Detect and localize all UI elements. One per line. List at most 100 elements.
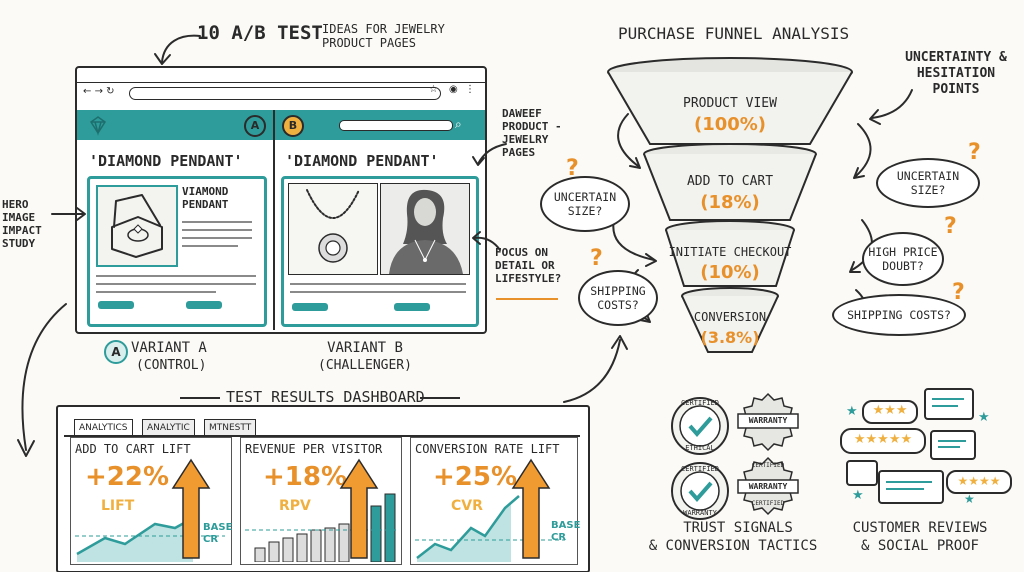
review-bubble-3 bbox=[946, 470, 1012, 494]
header-arrow bbox=[154, 34, 201, 65]
funnel-stage-2-name: ADD TO CART bbox=[686, 174, 774, 189]
diamond-logo-icon bbox=[89, 116, 107, 136]
review-bubble-2 bbox=[840, 428, 926, 454]
panel-add-to-cart: ADD TO CART LIFT +22% LIFT BASE CR bbox=[70, 437, 232, 565]
variant-b-label: VARIANT B bbox=[327, 340, 403, 356]
reload-icon[interactable]: ↻ bbox=[106, 86, 115, 97]
browser-titlebar bbox=[77, 68, 485, 83]
badge-ethical-text: ETHICAL bbox=[685, 444, 715, 452]
panel-3-chart bbox=[415, 458, 565, 562]
panel-2-title: REVENUE PER VISITOR bbox=[245, 442, 383, 456]
chat-bubble-1 bbox=[924, 388, 974, 420]
uncertainty-label: UNCERTAINTY & HESITATION POINTS bbox=[905, 50, 1007, 97]
sparkle-star-icon: ★ bbox=[964, 492, 975, 506]
panel-conversion: CONVERSION RATE LIFT +25% CVR BASE CR bbox=[410, 437, 581, 565]
trust-label-2: & CONVERSION TACTICS bbox=[648, 538, 818, 554]
panel-2-value: +18% bbox=[263, 462, 348, 492]
tab-analytics[interactable]: ANALYTICS bbox=[74, 419, 133, 436]
tab-mtnestt[interactable]: MTNESTT bbox=[204, 419, 257, 436]
warranty-seal-badge bbox=[737, 456, 799, 516]
chat-bubble-3 bbox=[846, 460, 878, 486]
variant-a-pane: VIAMOND PENDANT bbox=[87, 176, 267, 327]
back-icon[interactable]: ← bbox=[83, 86, 92, 97]
variant-b-secondary-button[interactable] bbox=[394, 303, 430, 311]
browser-window: ← → ↻ ☆ ◉ ⋮ A B ⌕ 'DIAMOND PENDANT' 'DIA… bbox=[75, 66, 487, 334]
question-mark-icon: ? bbox=[952, 280, 965, 305]
panel-3-title: CONVERSION RATE LIFT bbox=[415, 442, 560, 456]
panel-1-base: BASE CR bbox=[203, 522, 233, 545]
cloud-right-shipping: SHIPPING COSTS? bbox=[832, 294, 966, 336]
cloud-left-uncertain-size: UNCERTAIN SIZE? bbox=[540, 176, 630, 232]
focus-annotation: FOCUS ON DETAIL OR LIFESTYLE? bbox=[495, 246, 562, 285]
pendant-icon bbox=[306, 189, 360, 263]
chat-bubble-2 bbox=[930, 430, 976, 460]
panel-2-label: RPV bbox=[279, 498, 311, 514]
hero-annotation: HERO IMAGE IMPACT STUDY bbox=[2, 198, 42, 250]
certified-warranty-badge bbox=[671, 462, 729, 520]
funnel-graphic bbox=[607, 57, 853, 353]
variant-divider bbox=[273, 110, 275, 330]
badge-warranty-text: WARRANTY bbox=[748, 416, 788, 425]
cloud-left-shipping: SHIPPING COSTS? bbox=[578, 270, 658, 326]
dashboard-title: TEST RESULTS DASHBOARD bbox=[226, 388, 425, 406]
badge-warranty-small-text: WARRANTY bbox=[683, 509, 717, 517]
badge-certified-top-text: CERTIFIED bbox=[751, 462, 785, 469]
funnel-stage-3-name: INITIATE CHECKOUT bbox=[668, 245, 792, 259]
tab-analytic[interactable]: ANALYTIC bbox=[142, 419, 195, 436]
question-mark-icon: ? bbox=[566, 156, 579, 181]
sparkle-star-icon: ★ bbox=[852, 488, 864, 503]
funnel-stage-4-name: CONVERSION bbox=[693, 310, 767, 324]
variant-b-title: 'DIAMOND PENDANT' bbox=[285, 152, 439, 170]
variant-b-cta-button[interactable] bbox=[292, 303, 328, 311]
header-subtitle: IDEAS FOR JEWELRY PRODUCT PAGES bbox=[322, 22, 445, 50]
variant-a-title: 'DIAMOND PENDANT' bbox=[89, 152, 243, 170]
site-search-input[interactable] bbox=[339, 120, 453, 131]
bookmark-icon[interactable]: ☆ bbox=[429, 84, 438, 95]
review-stars-2: ★★★★★ bbox=[853, 432, 913, 447]
dashboard-window: ANALYTICS ANALYTIC MTNESTT ADD TO CART L… bbox=[56, 405, 590, 572]
menu-icon[interactable]: ⋮ bbox=[465, 84, 475, 95]
review-bubble-1 bbox=[862, 400, 918, 424]
reviews-label-1: CUSTOMER REVIEWS bbox=[852, 520, 988, 536]
hero-arrow bbox=[51, 207, 86, 221]
chat-bubble-4 bbox=[878, 470, 944, 504]
lifestyle-image bbox=[380, 183, 470, 275]
question-mark-icon: ? bbox=[944, 214, 957, 239]
ring-box-icon bbox=[111, 194, 163, 258]
ring-box-image bbox=[96, 185, 178, 267]
panel-2-chart bbox=[245, 458, 399, 562]
variant-a-secondary-button[interactable] bbox=[186, 301, 222, 309]
question-mark-icon: ? bbox=[590, 246, 603, 271]
cloud-right-high-price: HIGH PRICE DOUBT? bbox=[862, 232, 944, 286]
funnel-stage-4-value: (3.8%) bbox=[700, 328, 760, 347]
address-bar[interactable] bbox=[129, 87, 441, 100]
dashboard-to-funnel-arrow bbox=[563, 335, 628, 403]
uncertainty-arrow bbox=[869, 89, 913, 125]
panel-3-base: BASE CR bbox=[551, 520, 581, 543]
panel-1-label: LIFT bbox=[101, 498, 135, 514]
funnel-stage-1-name: PRODUCT VIEW bbox=[683, 96, 777, 111]
certified-ethical-badge bbox=[671, 397, 729, 455]
pendant-detail-image bbox=[288, 183, 378, 275]
variant-a-cta-button[interactable] bbox=[98, 301, 134, 309]
funnel-stage-3-value: (10%) bbox=[700, 262, 760, 283]
variant-b-badge: B bbox=[282, 115, 304, 137]
variant-b-pane bbox=[281, 176, 479, 327]
question-mark-icon: ? bbox=[968, 140, 981, 165]
badge-certified-text: CERTIFIED bbox=[681, 399, 719, 407]
forward-icon[interactable]: → bbox=[94, 86, 103, 97]
variant-a-sublabel: (CONTROL) bbox=[136, 358, 207, 373]
profile-icon[interactable]: ◉ bbox=[449, 84, 458, 95]
badge-warranty-ribbon-text: WARRANTY bbox=[748, 482, 788, 491]
search-icon[interactable]: ⌕ bbox=[455, 117, 462, 131]
panel-1-chart bbox=[75, 458, 225, 562]
panel-revenue: REVENUE PER VISITOR +18% RPV bbox=[240, 437, 402, 565]
panel-1-value: +22% bbox=[85, 462, 170, 492]
variant-a-label-badge: A bbox=[104, 340, 128, 364]
badge-certified-bottom-text: CERTIFIED bbox=[751, 500, 785, 507]
variant-b-sublabel: (CHALLENGER) bbox=[318, 358, 412, 373]
badge-certified-small-text: CERTIFIED bbox=[681, 465, 719, 473]
funnel-title: PURCHASE FUNNEL ANALYSIS bbox=[618, 24, 850, 43]
review-stars-1: ★★★ bbox=[872, 403, 908, 418]
